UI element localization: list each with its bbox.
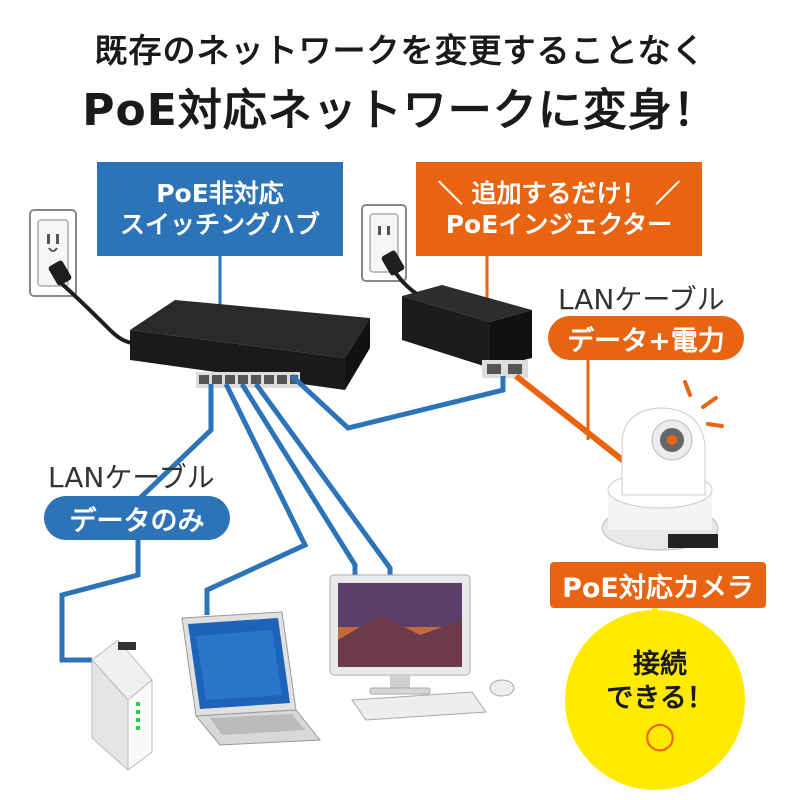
data-power-pill: データ+電力: [548, 316, 744, 360]
camera-signal-icon: [683, 380, 724, 428]
bubble-line1: 接続: [633, 649, 687, 680]
lan-cable-data-power: [514, 356, 627, 465]
switching-hub-label-line2: スイッチングハブ: [119, 210, 320, 239]
poe-camera-label: PoE対応カメラ: [550, 562, 766, 608]
poe-injector-label-line1: ＼ 追加するだけ！ ／: [437, 178, 681, 208]
lan-cable-right-label: LANケーブル: [558, 283, 725, 316]
laptop-icon: [181, 611, 322, 746]
headline-line2: PoE対応ネットワークに変身！: [82, 85, 718, 136]
lan-cable-data-only: [59, 374, 506, 663]
poe-injector-label: ＼ 追加するだけ！ ／ PoEインジェクター: [416, 162, 702, 256]
poe-injector-label-line2: PoEインジェクター: [445, 210, 673, 239]
switching-hub-icon: [130, 300, 370, 390]
lan-cable-left-label: LANケーブル: [48, 461, 215, 494]
data-only-pill: データのみ: [44, 496, 230, 540]
bubble-text: 接続 できる！ ○: [560, 648, 760, 755]
speech-bubble: [565, 605, 745, 790]
headline-line1: 既存のネットワークを変更することなく: [94, 31, 706, 70]
server-tower-icon: [91, 639, 153, 772]
poe-injector-icon: [402, 285, 532, 378]
poe-camera-icon: [601, 407, 719, 551]
bubble-line2: できる！: [606, 682, 714, 714]
switching-hub-label-line1: PoE非対応: [156, 178, 284, 208]
desktop-computer-icon: [329, 574, 515, 721]
switching-hub-label: PoE非対応 スイッチングハブ: [97, 162, 343, 256]
circle-mark-icon: ○: [644, 714, 676, 756]
wall-outlet-left-icon: [29, 209, 77, 297]
